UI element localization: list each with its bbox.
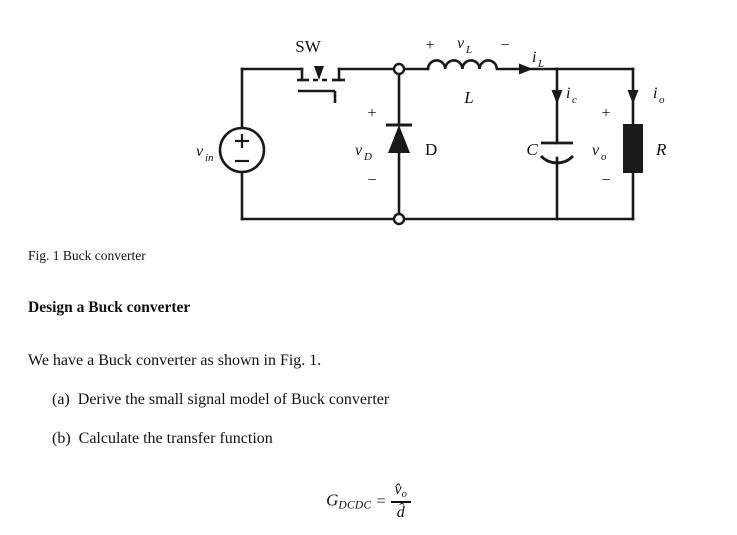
label-ic-sub: c xyxy=(572,94,577,106)
transfer-function-equation: GDCDC = v̂o d̂ xyxy=(0,481,737,522)
arrow-il xyxy=(519,63,533,75)
diode-symbol xyxy=(386,123,412,160)
label-vl: v L xyxy=(457,35,472,56)
arrow-io xyxy=(627,90,639,104)
label-vin: v in xyxy=(196,143,214,164)
label-vo-minus: − xyxy=(601,172,610,189)
label-vo-plus: + xyxy=(601,105,610,122)
label-vd-sub: D xyxy=(363,151,372,163)
equation-numerator: v̂o xyxy=(391,481,411,500)
section-heading: Design a Buck converter xyxy=(28,299,191,316)
equation-relation: = xyxy=(376,492,386,510)
node-junction-bottom xyxy=(392,212,406,226)
node-junction-top xyxy=(392,62,406,76)
equation-lhs: G xyxy=(326,490,339,510)
label-sw: SW xyxy=(295,37,321,56)
current-arrows xyxy=(519,63,639,104)
label-vl-sub: L xyxy=(465,44,472,56)
mosfet-body-arrow xyxy=(314,66,324,80)
label-vd-minus: − xyxy=(367,172,376,189)
label-il-sub: L xyxy=(537,58,544,70)
inductor-coil-4 xyxy=(478,59,499,70)
label-vd: v D xyxy=(355,142,372,163)
label-vo-sub: o xyxy=(601,151,607,163)
resistor-block xyxy=(623,124,643,173)
equation-denominator: d̂ xyxy=(396,503,405,521)
equation-numerator-subscript: o xyxy=(401,489,407,501)
equation-fraction: v̂o d̂ xyxy=(390,481,411,521)
label-vin-main: v xyxy=(196,143,204,160)
label-vl-main: v xyxy=(457,35,465,52)
label-vd-plus: + xyxy=(367,105,376,122)
task-item-a: (a) Derive the small signal model of Buc… xyxy=(52,391,390,408)
label-vl-plus: + xyxy=(425,37,434,54)
label-vo-main: v xyxy=(592,142,600,159)
label-io-main: i xyxy=(653,85,657,102)
label-io-sub: o xyxy=(659,94,665,106)
label-vl-minus: − xyxy=(500,37,509,54)
label-capacitor: C xyxy=(526,140,538,159)
mosfet-switch-symbol xyxy=(297,66,345,103)
arrow-ic xyxy=(551,90,563,104)
label-ic: i c xyxy=(566,85,577,106)
label-diode: D xyxy=(425,140,437,159)
equation-lhs-subscript: DCDC xyxy=(338,499,372,512)
figure-caption: Fig. 1 Buck converter xyxy=(28,248,146,263)
capacitor-symbol xyxy=(539,141,575,165)
source-circle xyxy=(218,126,266,174)
label-vd-main: v xyxy=(355,142,363,159)
label-io: i o xyxy=(653,85,665,106)
equation-numerator-symbol: v̂ xyxy=(394,481,402,498)
label-ic-main: i xyxy=(566,85,570,102)
inductor-coil-2 xyxy=(443,59,464,70)
intro-paragraph: We have a Buck converter as shown in Fig… xyxy=(28,352,322,369)
label-inductor: L xyxy=(463,88,473,107)
inductor-symbol xyxy=(426,59,499,70)
buck-converter-figure: SW v in + v D − D + v L − L i L xyxy=(0,0,737,240)
inductor-coil-1 xyxy=(426,59,447,70)
equation-fraction-bar xyxy=(390,501,411,503)
diode-triangle xyxy=(388,125,410,153)
label-vin-sub: in xyxy=(205,152,214,164)
task-item-b: (b) Calculate the transfer function xyxy=(52,430,273,447)
equation-inner: GDCDC = v̂o d̂ xyxy=(326,481,411,522)
label-il-main: i xyxy=(532,49,536,66)
inductor-coil-3 xyxy=(461,59,481,70)
label-resistor: R xyxy=(655,140,667,159)
voltage-source-symbol xyxy=(218,126,266,174)
label-vo: v o xyxy=(592,142,607,163)
label-il: i L xyxy=(532,49,544,70)
capacitor-bottom-plate-curved xyxy=(539,154,575,165)
